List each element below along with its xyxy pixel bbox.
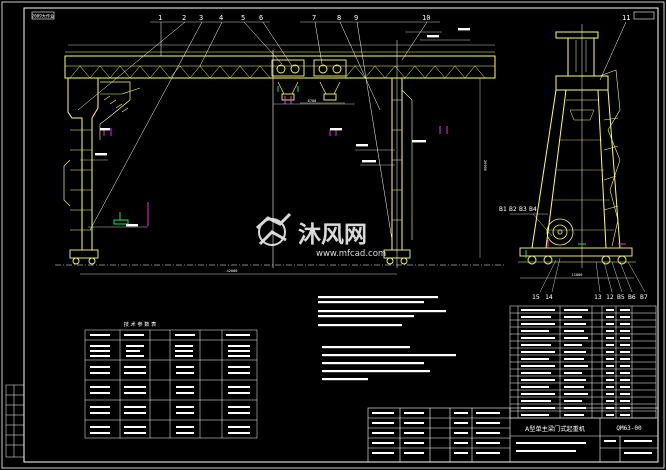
top-left-stamp: 2009大作业	[32, 11, 55, 20]
parts-list	[509, 305, 657, 419]
top-right-stamp	[633, 11, 655, 20]
trolley-right	[313, 59, 347, 101]
part-number-10: 10	[422, 14, 430, 22]
trolley-left	[271, 59, 305, 101]
spec-table-grid	[84, 329, 258, 439]
part-number-1: 1	[158, 14, 162, 22]
watermark: 沐风网 www.mfcad.com	[255, 212, 386, 259]
title-block-grid	[367, 407, 659, 463]
side-frame	[531, 31, 621, 249]
side-label-15: 15	[532, 293, 540, 301]
side-label-b1: B1	[499, 205, 507, 213]
side-label-14: 14	[545, 293, 553, 301]
spec-table-title: 技 术 参 数 表	[124, 320, 157, 328]
watermark-logo-icon	[255, 212, 292, 246]
side-leaders	[510, 213, 646, 293]
front-dimensions	[68, 31, 495, 275]
watermark-url: www.mfcad.com	[316, 249, 386, 259]
side-label-b3: B3	[519, 205, 527, 213]
part-number-9: 9	[354, 14, 358, 22]
part-leaders	[77, 21, 627, 241]
side-label-b2: B2	[509, 205, 517, 213]
side-label-b7: B7	[640, 293, 648, 301]
side-label-b6: B6	[628, 293, 636, 301]
cable-reel	[546, 218, 574, 246]
spec-table-content	[90, 334, 250, 434]
part-number-labels: 1 2 3 4 5 6 7 8 9 10 11	[158, 14, 630, 22]
title-block: A型单主梁门式起重机 QM63-00	[367, 407, 659, 463]
side-stair	[599, 69, 621, 247]
parts-list-content	[521, 309, 630, 416]
side-label-b5: B5	[617, 293, 625, 301]
title-block-fields	[372, 412, 652, 454]
side-base-dimension-value: 11000	[572, 273, 583, 277]
dimension-height: 26900	[483, 160, 487, 171]
side-label-13: 13	[594, 293, 602, 301]
side-view: 11000 B1 B2 B3 B4 15 14 13	[499, 24, 648, 301]
drawing-title: A型单主梁门式起重机	[525, 425, 586, 433]
dimension-span: 42000	[227, 269, 238, 273]
small-dimension-tags	[95, 28, 470, 227]
side-base	[518, 247, 636, 265]
front-dimension-values: 42000 26900 6700	[227, 99, 487, 273]
inner-sheet-border	[23, 7, 659, 463]
part-number-2: 2	[182, 14, 186, 22]
green-markers	[113, 86, 299, 225]
watermark-brand: 沐风网	[298, 222, 367, 248]
spec-table: 技 术 参 数 表	[84, 320, 258, 439]
part-number-4: 4	[219, 14, 223, 22]
side-markers	[525, 240, 626, 258]
side-view-labels: B1 B2 B3 B4 15 14 13 12 B5 B6 B7	[499, 205, 648, 301]
front-end-carriages	[69, 249, 411, 265]
right-leg	[391, 78, 413, 250]
main-girder	[64, 51, 496, 79]
part-number-11: 11	[622, 14, 630, 22]
part-number-7: 7	[312, 14, 316, 22]
technical-notes	[318, 296, 456, 381]
front-view: 42000 26900 6700	[55, 21, 627, 275]
left-ladder	[100, 87, 141, 113]
hook-markers	[103, 96, 448, 226]
dimension-trolley: 6700	[308, 99, 317, 103]
part-number-8: 8	[337, 14, 341, 22]
part-number-3: 3	[199, 14, 203, 22]
parts-list-grid	[509, 305, 657, 419]
side-label-b4: B4	[529, 205, 537, 213]
stamp-text: 2009大作业	[32, 13, 55, 20]
part-number-5: 5	[241, 14, 245, 22]
left-revision-column	[5, 384, 25, 458]
drawing-number: QM63-00	[616, 425, 642, 432]
left-leg	[63, 78, 131, 250]
part-number-6: 6	[259, 14, 263, 22]
side-label-12: 12	[606, 293, 614, 301]
